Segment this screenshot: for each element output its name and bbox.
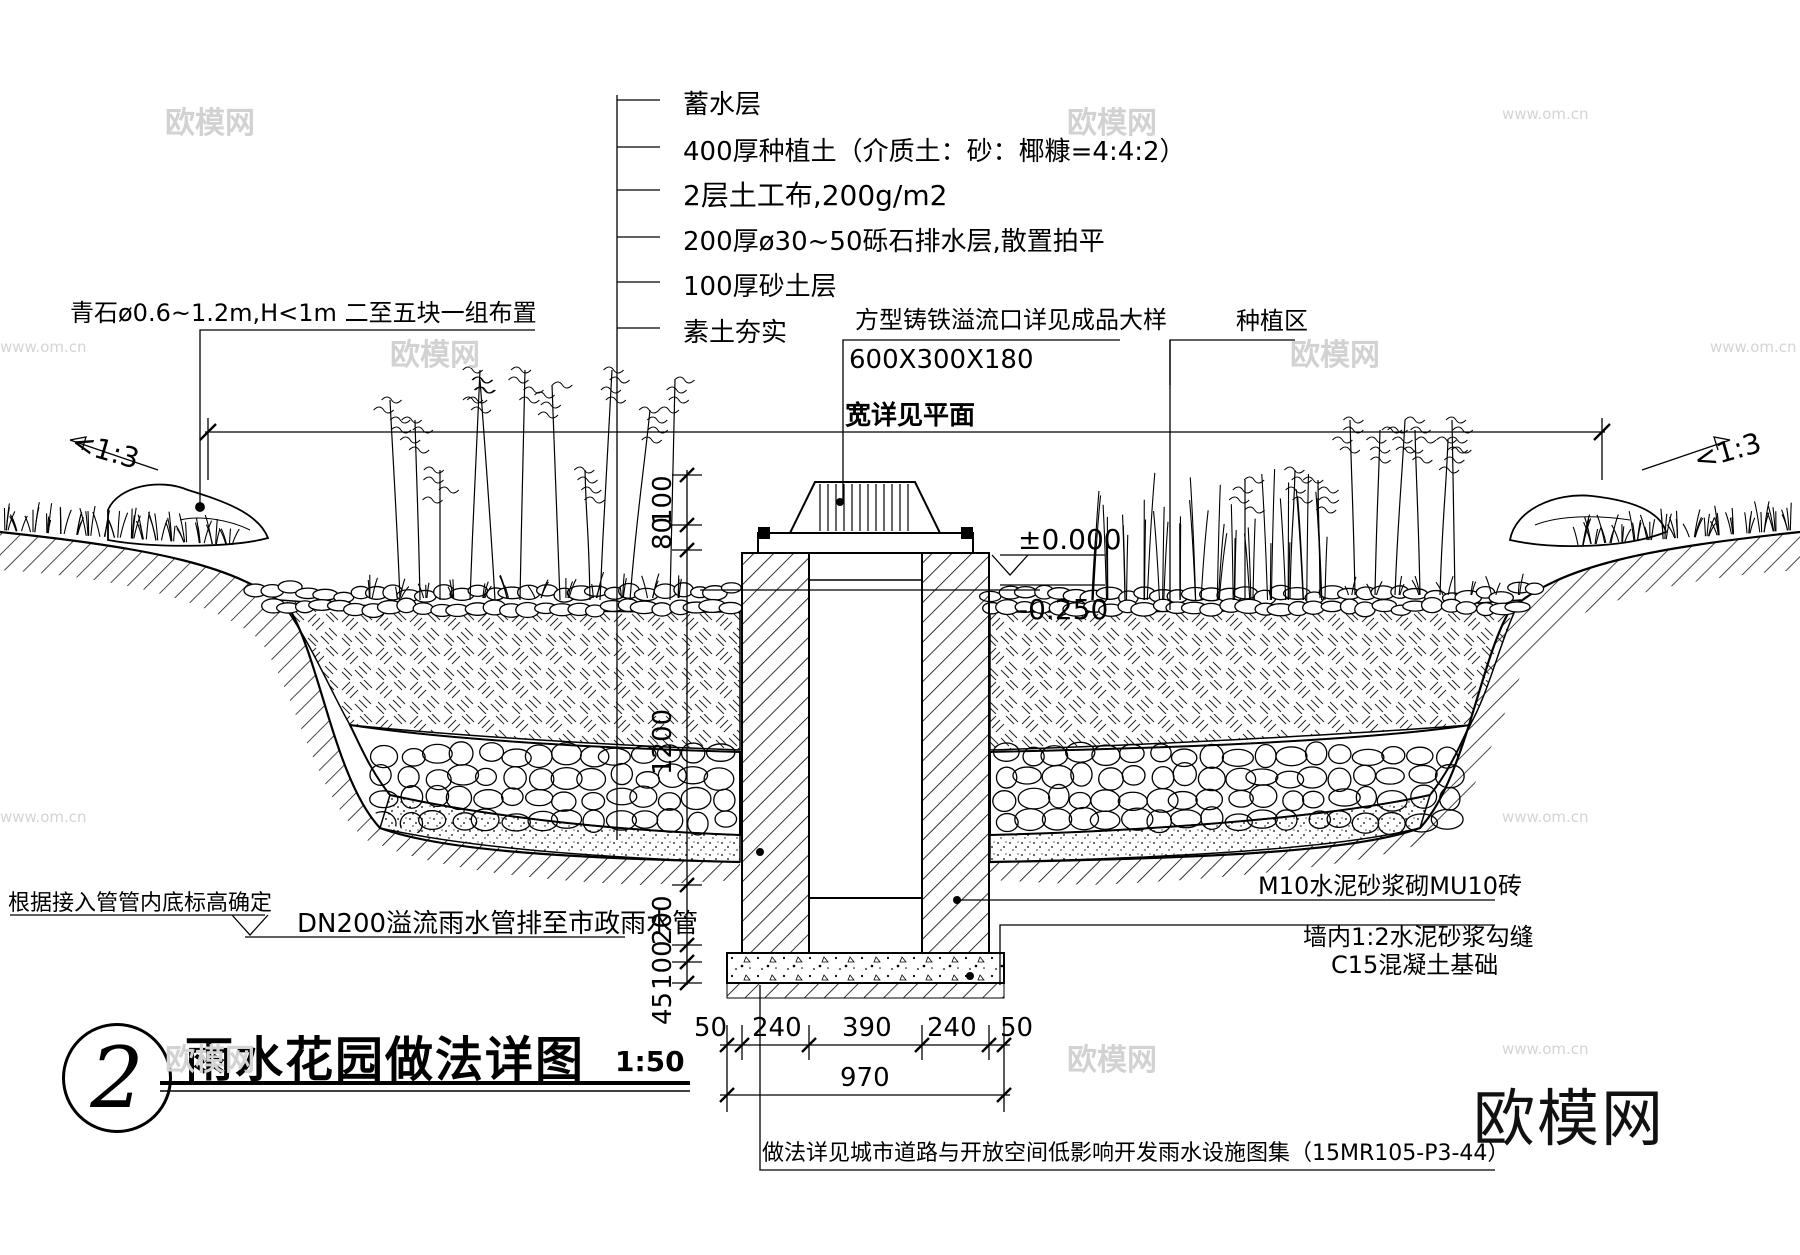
pipe-note: DN200溢流雨水管排至市政雨水管 <box>297 909 699 939</box>
detail-number: 2 <box>90 1029 144 1127</box>
watermark-url-3: www.om.cn <box>1710 338 1797 356</box>
dim-h-50-left: 50 <box>694 1013 728 1043</box>
overflow-size: 600X300X180 <box>849 345 1034 375</box>
overflow-well <box>700 481 1040 999</box>
joint-mortar-note: 墙内1:2水泥砂浆勾缝 <box>1303 923 1534 951</box>
watermark-url-5: www.om.cn <box>1502 808 1589 826</box>
dim-h-240-right: 240 <box>927 1013 977 1043</box>
drawing-scale: 1:50 <box>615 1045 685 1078</box>
watermark-brand-4: 欧模网 <box>1290 338 1380 373</box>
layer-label-1: 蓄水层 <box>683 90 762 120</box>
elevation-bottom: -0.250 <box>1018 593 1109 626</box>
overflow-note: 方型铸铁溢流口详见成品大样 <box>855 306 1167 334</box>
watermark-brand-1: 欧模网 <box>165 106 255 141</box>
watermark-url-6: www.om.cn <box>1502 1040 1589 1058</box>
watermark-brand-6: 欧模网 <box>1067 1043 1157 1078</box>
dim-total-width: 970 <box>840 1063 890 1093</box>
width-note: 宽详见平面 <box>845 401 976 431</box>
planting-zone-label: 种植区 <box>1236 307 1308 335</box>
watermark-brand-3: 欧模网 <box>390 338 480 373</box>
basin-section <box>0 530 1800 885</box>
boulder-note: 青石ø0.6~1.2m,H<1m 二至五块一组布置 <box>70 299 537 327</box>
dim-v-1200: 1200 <box>648 708 678 775</box>
watermark-url-1: www.om.cn <box>1502 105 1589 123</box>
pipe-invert-note: 根据接入管管内底标高确定 <box>8 891 273 916</box>
foundation-note: C15混凝土基础 <box>1331 951 1499 979</box>
watermark-brand-2: 欧模网 <box>1067 106 1157 141</box>
watermark-brand-5: 欧模网 <box>165 1043 255 1078</box>
dim-v-200: 200 <box>648 895 678 945</box>
drawing-title: 雨水花园做法详图 <box>185 1032 586 1088</box>
dimension-ticks <box>679 467 1012 1103</box>
watermark-url-2: www.om.cn <box>0 338 87 356</box>
layer-label-4: 200厚ø30~50砾石排水层,散置拍平 <box>683 227 1105 257</box>
layer-label-6: 素土夯实 <box>683 318 788 348</box>
watermark-url-4: www.om.cn <box>0 808 87 826</box>
corner-logo: 欧模网 <box>1473 1082 1666 1155</box>
wall-mortar-note: M10水泥砂浆砌MU10砖 <box>1258 872 1523 900</box>
dim-h-240-left: 240 <box>752 1013 802 1043</box>
layer-label-5: 100厚砂土层 <box>683 272 837 302</box>
elevation-top: ±0.000 <box>1018 523 1122 556</box>
leader-lines <box>10 95 1731 1171</box>
layer-label-3: 2层土工布,200g/m2 <box>683 179 948 212</box>
grass <box>3 469 1792 601</box>
dim-v-45: 45 <box>648 991 678 1025</box>
dim-h-390: 390 <box>842 1013 892 1043</box>
dim-v-100b: 100 <box>648 940 678 990</box>
layer-label-2: 400厚种植土（介质土：砂：椰糠=4:4:2） <box>683 137 1186 167</box>
reference-note: 做法详见城市道路与开放空间低影响开发雨水设施图集（15MR105-P3-44） <box>762 1141 1510 1166</box>
dim-v-80: 80 <box>648 516 678 550</box>
dim-h-50-right: 50 <box>1000 1013 1034 1043</box>
plants <box>373 366 1474 601</box>
detail-number-circle: 2 <box>62 1023 172 1133</box>
